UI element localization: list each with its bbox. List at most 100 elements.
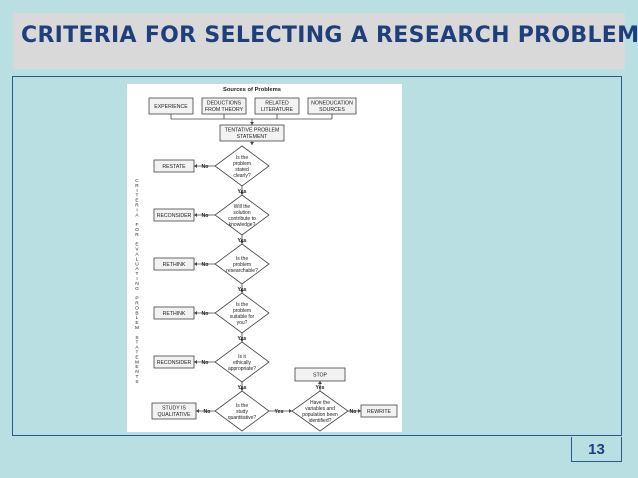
variables-diamond-label: Have the <box>310 400 330 406</box>
no-label: No <box>202 213 209 219</box>
source-box-label: FROM THEORY <box>205 107 244 113</box>
yes-label: Yes <box>238 336 247 342</box>
source-box-label: EXPERIENCE <box>154 104 188 110</box>
criteria-letter: O <box>135 227 139 233</box>
qualitative-box-label: QUALITATIVE <box>158 412 191 418</box>
criteria-letter: A <box>135 345 139 351</box>
source-box-label: NONEDUCATION <box>311 101 353 107</box>
outcome-box-label: RECONSIDER <box>157 213 192 219</box>
sources-heading: Sources of Problems <box>223 87 281 93</box>
arrow-head <box>194 213 197 217</box>
criteria-letter: O <box>135 305 139 311</box>
qualitative-box-label: STUDY IS <box>162 406 186 412</box>
criteria-letter: A <box>135 252 139 258</box>
variables-diamond <box>291 390 349 432</box>
arrow-head <box>194 360 197 364</box>
criteria-diamond-label: clearly? <box>233 173 250 179</box>
criteria-letter: E <box>135 354 138 360</box>
criteria-diamond-label: researchable? <box>226 268 258 274</box>
criteria-letter: R <box>135 301 139 307</box>
quantitative-diamond <box>214 390 270 432</box>
title-bar: CRITERIA FOR SELECTING A RESEARCH PROBLE… <box>13 13 638 69</box>
criteria-letter: E <box>135 364 138 370</box>
source-box-label: RELATED <box>265 101 289 107</box>
outcome-box-label: RECONSIDER <box>157 360 192 366</box>
criteria-letter: M <box>135 325 139 331</box>
criteria-letter: U <box>135 261 139 267</box>
criteria-letter: S <box>135 379 138 385</box>
quantitative-diamond-label: Is the <box>236 403 248 409</box>
criteria-letter: C <box>135 178 139 184</box>
criteria-letter: T <box>136 271 139 277</box>
criteria-diamond-label: knowledge? <box>229 222 256 228</box>
no-label: No <box>350 409 357 415</box>
criteria-letter: N <box>135 369 139 375</box>
criteria-letter: R <box>135 183 139 189</box>
arrow-head <box>194 164 197 168</box>
arrow-head <box>240 388 244 391</box>
arrow-head <box>240 192 244 195</box>
slide-title: CRITERIA FOR SELECTING A RESEARCH PROBLE… <box>21 23 638 48</box>
variables-diamond-label: population been <box>302 412 338 418</box>
criteria-letter: T <box>136 374 139 380</box>
page-number: 13 <box>588 440 605 458</box>
criteria-letter: E <box>135 320 138 326</box>
stop-box-label: STOP <box>313 372 328 378</box>
arrow-head <box>240 290 244 293</box>
arrow-head <box>240 241 244 244</box>
quantitative-diamond-label: study <box>236 409 248 415</box>
rewrite-box-label: REWRITE <box>367 409 391 415</box>
arrow-head <box>289 409 292 413</box>
criteria-letter: A <box>135 266 139 272</box>
criteria-letter: T <box>136 193 139 199</box>
criteria-letter: T <box>136 350 139 356</box>
criteria-letter: N <box>135 281 139 287</box>
source-box-label: SOURCES <box>319 107 345 113</box>
no-label: No <box>202 262 209 268</box>
yes-label: Yes <box>238 238 247 244</box>
criteria-letter: I <box>136 207 137 213</box>
outcome-box-label: RETHINK <box>163 311 186 317</box>
criteria-letter: L <box>136 256 139 262</box>
no-label: No <box>204 409 211 415</box>
criteria-letter: T <box>136 340 139 346</box>
variables-diamond-label: identified? <box>309 418 332 424</box>
source-box-label: DEDUCTIONS <box>207 101 242 107</box>
outcome-box-label: RESTATE <box>162 164 186 170</box>
rewrite-box <box>360 404 398 418</box>
no-label: No <box>202 164 209 170</box>
criteria-diamond-label: Is the <box>236 155 248 161</box>
criteria-diamond-label: suitable for <box>230 314 255 320</box>
criteria-letter: R <box>135 203 139 209</box>
arrow-head <box>196 409 199 413</box>
stop-box <box>294 367 346 382</box>
content-frame <box>12 76 622 436</box>
criteria-letter: M <box>135 359 139 365</box>
arrow-head <box>240 339 244 342</box>
criteria-letter: R <box>135 232 139 238</box>
criteria-letter: L <box>136 315 139 321</box>
criteria-letter: I <box>136 276 137 282</box>
outcome-box-label: RETHINK <box>163 262 186 268</box>
criteria-diamond-label: Is it <box>238 354 246 360</box>
criteria-diamond-label: solution <box>233 210 250 216</box>
tentative-box-label: STATEMENT <box>237 134 268 140</box>
criteria-letter: V <box>135 247 139 253</box>
criteria-letter: S <box>135 335 138 341</box>
arrow-head <box>250 142 254 145</box>
criteria-diamond-label: Is the <box>236 256 248 262</box>
variables-diamond-label: variables and <box>305 406 335 412</box>
criteria-diamond-label: stated <box>235 167 249 173</box>
tentative-box-label: TENTATIVE PROBLEM <box>225 128 280 134</box>
page-number-box: 13 <box>571 437 622 462</box>
arrow-head <box>250 122 254 125</box>
criteria-letter: B <box>135 310 138 316</box>
arrow-head <box>194 262 197 266</box>
no-label: No <box>202 311 209 317</box>
arrow-head <box>194 311 197 315</box>
yes-label: Yes <box>275 409 284 415</box>
criteria-letter: I <box>136 188 137 194</box>
arrow-head <box>358 409 361 413</box>
